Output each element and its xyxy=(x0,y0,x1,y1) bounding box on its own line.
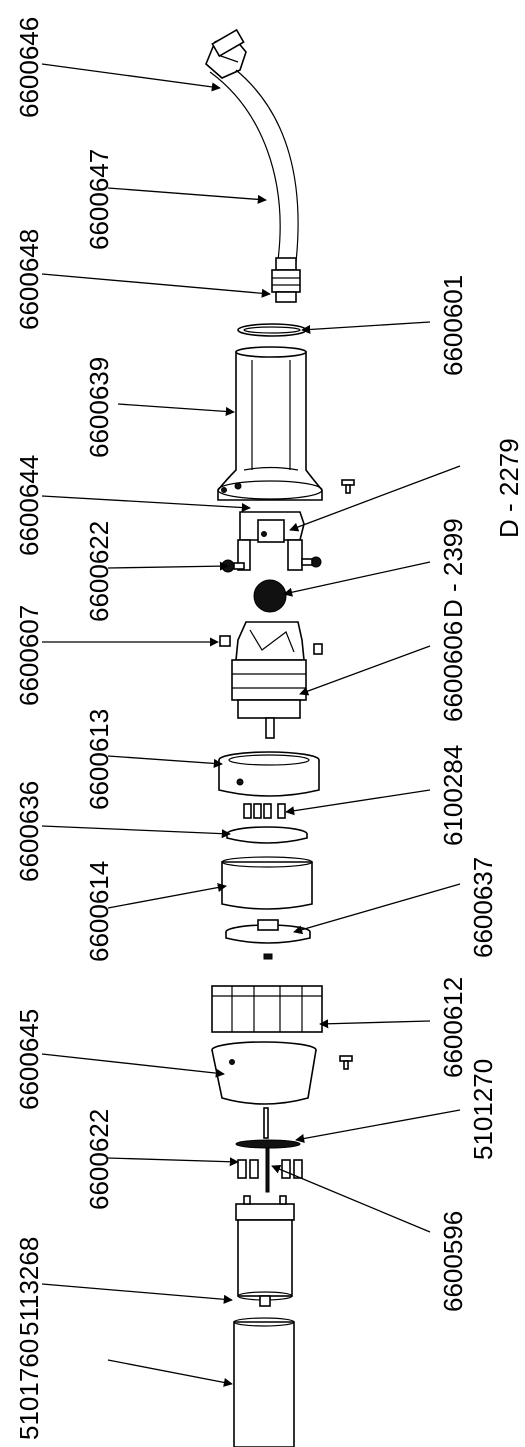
label-6600612: 6600612 xyxy=(438,977,468,1078)
motor-housing-part xyxy=(217,346,323,501)
gasket-part xyxy=(235,1139,301,1149)
part-number-labels: 6600646 6600647 6600648 6600601 6600639 … xyxy=(14,17,524,1440)
label-6600648: 6600648 xyxy=(14,229,44,330)
label-6600606: 6600606 xyxy=(438,621,468,722)
switch-part xyxy=(237,511,305,571)
label-6600622-lower: 6600622 xyxy=(84,1109,114,1210)
label-6600622-upper: 6600622 xyxy=(84,521,114,622)
filter-screen-part xyxy=(211,985,323,1033)
label-6600614: 6600614 xyxy=(84,861,114,962)
label-d-2279: D - 2279 xyxy=(494,438,524,538)
lower-screw-set-part xyxy=(237,1147,303,1193)
label-d-2399: D - 2399 xyxy=(438,518,468,618)
label-6600646: 6600646 xyxy=(14,17,44,118)
label-6600637: 6600637 xyxy=(468,857,498,958)
label-6600639: 6600639 xyxy=(84,357,114,458)
motor-ring-part xyxy=(218,751,320,797)
label-6600644: 6600644 xyxy=(14,455,44,556)
label-6600613: 6600613 xyxy=(84,709,114,810)
elbow-fitting-part xyxy=(205,28,247,79)
label-6600596: 6600596 xyxy=(438,1211,468,1312)
screw-set-part xyxy=(221,556,322,573)
label-6600645: 6600645 xyxy=(14,1009,44,1110)
hose-part xyxy=(209,69,299,263)
o-ring-part xyxy=(237,323,307,337)
disc-part xyxy=(226,826,308,844)
label-6600607: 6600607 xyxy=(14,605,44,706)
label-6100284: 6100284 xyxy=(438,745,468,846)
label-6600601: 6600601 xyxy=(438,275,468,376)
bowl-part xyxy=(211,1041,353,1139)
motor-part xyxy=(219,621,323,739)
label-5101270: 5101270 xyxy=(468,1059,498,1160)
label-6600636: 6600636 xyxy=(14,781,44,882)
label-5113268: 5113268 xyxy=(14,1237,44,1336)
leader-lines xyxy=(41,63,461,1387)
label-5101760: 5101760 xyxy=(14,1339,44,1440)
impeller-part xyxy=(225,919,311,960)
tube-part xyxy=(233,1317,295,1447)
label-6600647: 6600647 xyxy=(84,149,114,250)
pin-set-part xyxy=(243,803,286,819)
sleeve-part xyxy=(221,856,313,910)
screw-part xyxy=(341,479,355,494)
ball-part xyxy=(253,579,287,613)
hose-connector-part xyxy=(271,257,301,303)
cartridge-part xyxy=(235,1195,295,1307)
